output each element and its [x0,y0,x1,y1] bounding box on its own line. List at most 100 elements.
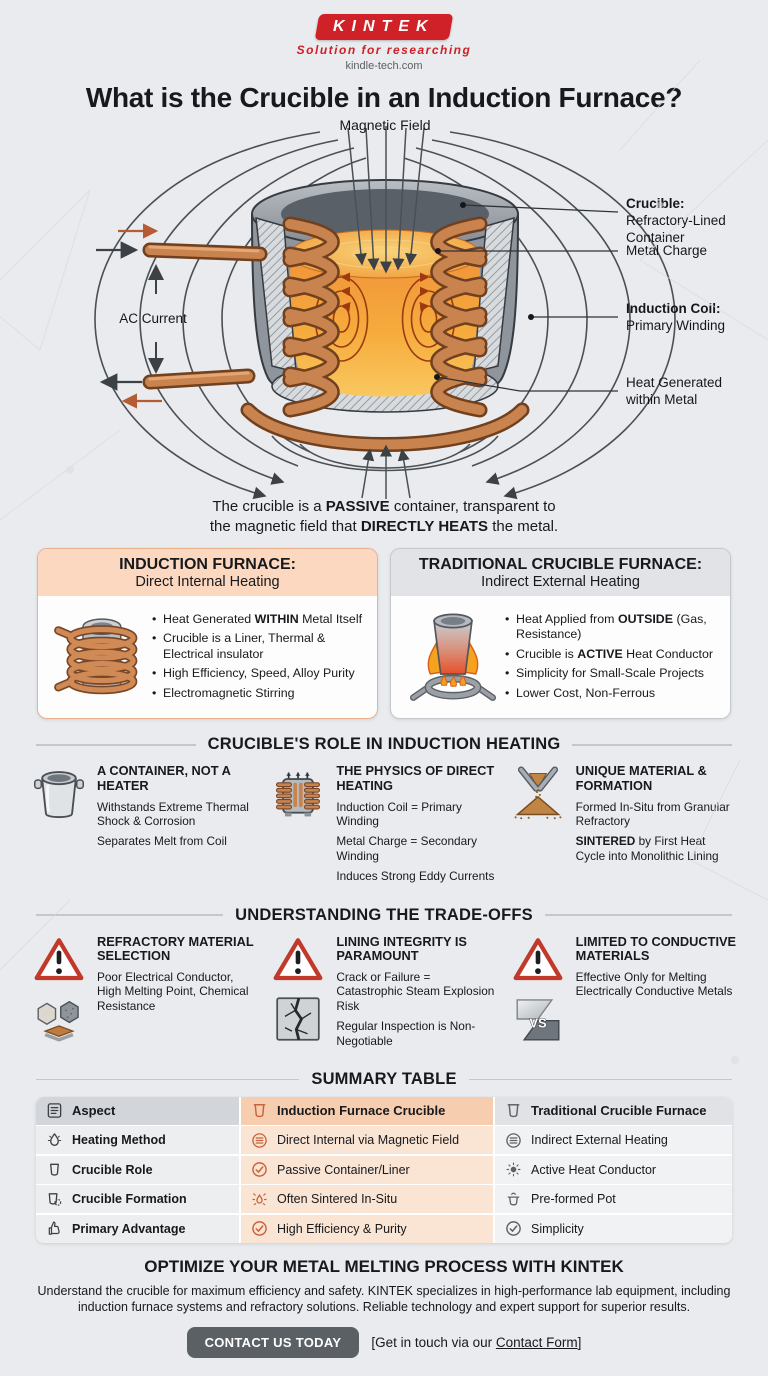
table-row-aspect: Crucible Formation [36,1185,239,1214]
summary-table-title: SUMMARY TABLE [0,1070,768,1089]
card-header: TRADITIONAL CRUCIBLE FURNACE: Indirect E… [391,549,730,597]
sinter-flame-icon [252,1193,267,1206]
table-header-induction: Induction Furnace Crucible [241,1096,493,1125]
table-cell: Direct Internal via Magnetic Field [241,1126,493,1155]
heat-sun-icon [506,1162,521,1177]
check-circle-icon [252,1162,267,1178]
check-circle-icon [252,1221,267,1237]
tradeoff-icons [269,933,327,1054]
role-item-text: A CONTAINER, NOT A HEATER Withstands Ext… [97,762,259,889]
induction-coil-illustration [48,604,152,708]
kintek-logo: KINTEK [314,14,454,40]
contact-form-link[interactable]: Contact Form [495,1334,578,1350]
tradeoff-item-title: LINING INTEGRITY IS PARAMOUNT [336,933,467,964]
caption-line2: the magnetic field that DIRECTLY HEATS t… [209,517,559,535]
tradeoff-item-text: LINING INTEGRITY IS PARAMOUNT Crack or F… [336,933,498,1054]
cup-icon [50,1164,59,1177]
table-header-traditional: Traditional Crucible Furnace [495,1096,732,1125]
bullet: Electromagnetic Stirring [152,686,367,702]
label-metal-charge: Metal Charge [626,243,707,258]
tradeoff-icons: VS [509,933,567,1054]
brand-tagline: Solution for researching [296,43,472,57]
callout-lines [434,202,619,392]
label-heat-line1: Heat Generated [626,375,722,390]
role-item-line: Withstands Extreme Thermal Shock & Corro… [97,799,249,829]
tradeoff-item-text: LIMITED TO CONDUCTIVE MATERIALS Effectiv… [576,933,738,1054]
coil-circle-icon [506,1133,521,1148]
footer-body: Understand the crucible for maximum effi… [37,1283,731,1315]
divider [572,744,733,746]
gear-pot-icon [48,1193,62,1206]
bullet: Heat Applied from OUTSIDE (Gas, Resistan… [505,612,720,643]
role-item-title: UNIQUE MATERIAL & FORMATION [575,763,707,793]
check-circle-icon [506,1221,521,1237]
bullet: Lower Cost, Non-Ferrous [505,686,720,702]
thumbs-up-icon [48,1222,60,1236]
cracked-lining-icon [276,996,320,1041]
cta-row: CONTACT US TODAY [Get in touch via our C… [0,1326,768,1358]
table-cell: Indirect External Heating [495,1126,732,1155]
contact-us-button[interactable]: CONTACT US TODAY [186,1326,360,1358]
tradeoff-item-line: Effective Only for Melting Electrically … [575,970,733,999]
table-cell: Pre-formed Pot [495,1185,732,1214]
role-section-title: CRUCIBLE'S ROLE IN INDUCTION HEATING [0,735,768,754]
divider [36,744,196,746]
card-traditional-furnace: TRADITIONAL CRUCIBLE FURNACE: Indirect E… [390,548,731,720]
label-crucible-line1: Refractory-Lined [626,213,726,228]
pot-icon [507,1192,520,1206]
role-item-container: UNIQUE MATERIAL & FORMATION Formed In-Si… [509,762,738,889]
role-item-container: A CONTAINER, NOT A HEATER Withstands Ext… [30,762,259,889]
label-crucible-title: Crucible: [626,196,685,211]
tradeoff-item-line: Crack or Failure = Catastrophic Steam Ex… [336,970,495,1013]
funnel-sand-icon [509,762,567,889]
card-title: TRADITIONAL CRUCIBLE FURNACE: [418,556,703,573]
tradeoff-items: REFRACTORY MATERIAL SELECTION Poor Elect… [0,925,768,1054]
vs-label: VS [529,1015,547,1030]
list-icon [47,1103,62,1119]
header: KINTEK Solution for researching kindle-t… [0,0,768,72]
table-header-aspect: Aspect [36,1096,239,1125]
footer-title: OPTIMIZE YOUR METAL MELTING PROCESS WITH… [144,1256,624,1276]
tradeoff-item-line: Poor Electrical Conductor, High Melting … [97,970,249,1013]
warning-triangle-icon [513,937,563,980]
tradeoff-item-line: Regular Inspection is Non-Negotiable [336,1019,476,1048]
tradeoff-item-container: VS LIMITED TO CONDUCTIVE MATERIALS Effec… [509,933,738,1054]
contact-text: [Get in touch via our Contact Form] [371,1335,581,1350]
induction-furnace-diagram: Magnetic Field AC Current Crucible: Refr… [94,117,726,499]
role-item-title: THE PHYSICS OF DIRECT HEATING [336,763,495,793]
flame-icon [47,1133,62,1146]
bullet: Crucible is ACTIVE Heat Conductor [505,647,720,663]
table-cell: High Efficiency & Purity [241,1214,493,1243]
diagram-caption: The crucible is a PASSIVE container, tra… [0,497,768,536]
card-body: Heat Generated WITHIN Metal Itself Cruci… [38,596,377,718]
table-row-aspect: Primary Advantage [36,1214,239,1243]
logo-text: KINTEK [333,18,435,35]
role-items: A CONTAINER, NOT A HEATER Withstands Ext… [0,754,768,889]
warning-triangle-icon [34,937,84,980]
label-coil-line: Primary Winding [626,318,725,333]
role-item-text: UNIQUE MATERIAL & FORMATION Formed In-Si… [576,762,738,889]
divider [36,914,224,916]
materials-icon [37,1000,79,1042]
role-item-text: THE PHYSICS OF DIRECT HEATING Induction … [336,762,498,889]
label-ac-current: AC Current [119,311,187,326]
bullet: Heat Generated WITHIN Metal Itself [152,612,367,628]
coil-circle-icon [252,1133,267,1148]
table-row-aspect: Crucible Role [36,1155,239,1184]
card-bullets: Heat Generated WITHIN Metal Itself Cruci… [152,608,367,706]
divider [468,1078,733,1081]
card-body: Heat Applied from OUTSIDE (Gas, Resistan… [391,596,730,718]
crucible-icon [507,1104,520,1118]
field-entry-arrows [347,126,425,499]
section-heading: SUMMARY TABLE [311,1069,457,1088]
contact-suffix: ] [577,1334,582,1350]
table-cell: Often Sintered In-Situ [241,1185,493,1214]
card-subtitle: Direct Internal Heating [135,573,280,590]
table-cell: Simplicity [495,1214,732,1243]
bucket-icon [30,762,88,889]
page-title: What is the Crucible in an Induction Fur… [85,82,683,113]
card-subtitle: Indirect External Heating [481,573,640,590]
role-item-line: Separates Melt from Coil [97,834,227,849]
footer: OPTIMIZE YOUR METAL MELTING PROCESS WITH… [0,1257,768,1358]
role-item-line: SINTERED by First Heat Cycle into Monoli… [575,834,719,863]
